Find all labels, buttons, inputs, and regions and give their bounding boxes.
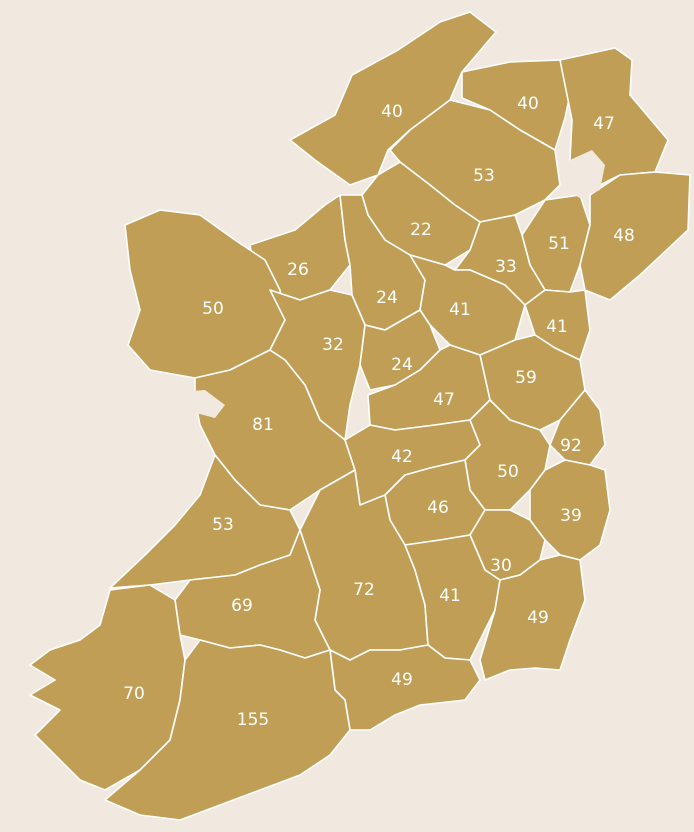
- county-label-down: 48: [613, 226, 635, 246]
- county-label-tipperary: 72: [353, 580, 375, 600]
- lakes: [180, 150, 605, 418]
- county-label-leitrim: 26: [287, 260, 309, 280]
- county-label-kilkenny: 41: [439, 586, 461, 606]
- county-label-tyrone: 53: [473, 166, 495, 186]
- county-kerry[interactable]: [29, 584, 186, 791]
- county-label-wexford: 49: [527, 608, 549, 628]
- county-wexford[interactable]: [479, 554, 586, 681]
- county-down[interactable]: [579, 171, 691, 301]
- county-label-longford: 24: [391, 355, 413, 375]
- county-label-galway: 81: [252, 415, 274, 435]
- county-label-westmeath: 47: [433, 390, 455, 410]
- lough-neagh: [565, 150, 605, 198]
- lough-corrib: [180, 390, 225, 418]
- county-label-cavan: 41: [449, 300, 471, 320]
- county-label-armagh: 51: [548, 234, 570, 254]
- county-label-clare: 53: [212, 515, 234, 535]
- county-label-donegal: 40: [381, 102, 403, 122]
- county-label-waterford: 49: [391, 670, 413, 690]
- county-label-laois: 46: [427, 498, 449, 518]
- county-label-dublin: 92: [560, 436, 582, 456]
- county-wicklow[interactable]: [529, 459, 611, 561]
- county-label-louth: 41: [546, 317, 568, 337]
- county-label-fermanagh: 22: [410, 220, 432, 240]
- county-label-kildare: 50: [497, 462, 519, 482]
- county-label-mayo: 50: [202, 299, 224, 319]
- county-kilkenny[interactable]: [404, 534, 501, 661]
- county-dublin[interactable]: [549, 389, 606, 466]
- county-shapes: [29, 11, 691, 821]
- county-label-roscommon: 32: [322, 335, 344, 355]
- county-label-kerry: 70: [123, 684, 145, 704]
- county-cork[interactable]: [104, 639, 351, 821]
- county-label-monaghan: 33: [495, 257, 517, 277]
- county-label-offaly: 42: [391, 447, 413, 467]
- county-label-wicklow: 39: [560, 506, 582, 526]
- county-label-sligo: 24: [376, 288, 398, 308]
- county-label-cork: 155: [237, 710, 269, 730]
- county-label-limerick: 69: [231, 596, 253, 616]
- county-label-derry: 40: [517, 94, 539, 114]
- county-label-carlow: 30: [490, 556, 512, 576]
- county-label-meath: 59: [515, 368, 537, 388]
- county-label-antrim: 47: [593, 114, 615, 134]
- county-labels: 40 40 47 53 22 51 48 33 26 50 24 41 41 32 24 59 47 81 92 42…: [123, 94, 635, 730]
- county-derry[interactable]: [461, 59, 573, 151]
